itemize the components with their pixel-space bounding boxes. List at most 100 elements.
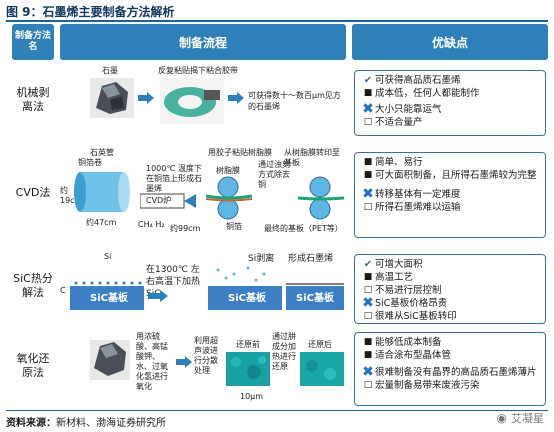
arrow-icon [148,290,168,302]
footer-source: 资料来源：新材料、渤海证券研究所 [6,414,166,429]
flow-sic: Si C SiC基板 在1300℃ 左右高温下加热SiC Si剥离 SiC基板 … [60,250,346,326]
pro-item: ■可大面积制备，且所得石墨烯较为完整 [361,169,539,182]
label-substrate: SiC基板 [90,293,128,304]
label-after: 还原后 [308,340,332,349]
cross-icon: ✖ [362,364,374,380]
con-item: ✖很难制备没有晶界的高品质石墨烯薄片 [362,364,537,380]
tape-image [160,78,224,124]
label-result: 可获得数十～数百μm见方的石墨烯 [248,91,341,111]
label-quartz: 石英管 [90,148,114,157]
roller-press-image [206,176,252,220]
pro-item: ✔可获得高品质石墨烯 [361,74,539,87]
con-item: ✖大小只能靠运气 [362,101,442,117]
pros-cons-box: ■简单、易行 ■可大面积制备，且所得石墨烯较为完整 ✖转移基体有一定难度 □所得… [354,152,546,238]
cvd-furnace-image [140,193,196,209]
con-item: ✖SiC基板价格昂贵 [362,295,448,311]
label-diameter: 约19cm [60,186,83,205]
figure-title: 图 9：石墨烯主要制备方法解析 [6,5,175,19]
microscope-before-image [226,352,270,386]
pro-item: ■成本低，任何人都能制作 [361,87,539,100]
cross-icon: ✖ [362,295,374,311]
label-tape: 反复粘贴揭下粘合胶带 [158,66,238,75]
square-icon: ■ [363,350,373,360]
microscope-after-image [300,352,344,386]
bottom-rule [6,410,548,411]
check-icon: ✔ [363,259,373,270]
flow-mechanical: 石墨 反复粘贴揭下粘合胶带 可获得数十～数百μm见方的石墨烯 [60,64,346,142]
label-c: C [60,286,66,295]
square-outline-icon: □ [363,311,373,321]
arrow-icon [176,356,192,368]
con-item: ✖转移基体有一定难度 [362,186,461,202]
method-label: SiC热分解法 [13,272,53,299]
label-graphite: 石墨 [102,66,118,75]
label-final: 最终的基板（PET等） [264,224,343,233]
square-outline-icon: □ [363,285,373,295]
source-text: 新材料、渤海证券研究所 [56,418,166,429]
label-substrate: SiC基板 [228,293,266,304]
square-icon: ■ [363,272,373,282]
label-step1: 用浓硫酸、高锰酸钾、水、过氧化氢进行氧化 [136,332,168,391]
label-gas: CH₄ H₂ [138,220,165,229]
arrow-icon [138,92,154,104]
source-label: 资料来源： [6,418,56,429]
pros-cons-box: ✔可增大面积 ■高温工艺 □不易进行层控制 ✖SiC基板价格昂贵 □很难从SiC… [354,254,546,324]
label-transfer: 从树脂膜转印至基板 [284,148,340,167]
pro-item: ✔可增大面积 [361,258,539,271]
transfer-roller-image [298,176,344,220]
label-step3: 通过肼成分加热进行还原 [272,332,296,371]
pro-item: ■简单、易行 [361,156,539,169]
pros-cons-box: ✔可获得高品质石墨烯 ■成本低，任何人都能制作 ✖大小只能靠运气 □不适合量产 [354,70,546,136]
header-pros-cons: 优缺点 [352,24,548,60]
method-label: 机械剥离法 [16,86,50,113]
watermark: ◉ 艾凝星 [497,410,544,426]
flow-redox: 用浓硫酸、高锰酸钾、水、过氧化氢进行氧化 利用超声波进行分散处理 还原前 通过肼… [60,330,346,408]
square-icon: ■ [363,157,373,167]
label-cvd: CVD炉 [146,196,172,205]
pros-cons-box: ■能够低成本制备 ■适合涂布型晶体管 ✖很难制备没有晶界的高品质石墨烯薄片 □宏… [354,332,546,406]
check-icon: ✔ [363,75,373,86]
con-item: □所得石墨烯难以运输 [361,201,539,214]
label-about99: 约99cm [170,224,201,233]
square-outline-icon: □ [363,202,373,212]
flow-cvd: 石英管 铜箔卷 约19cm 约47cm 1000℃ 温度下在铜箔上形成石墨烯 C… [60,146,346,246]
label-etch: 通过浊刻方式除去铜 [258,160,290,189]
label-step2: 利用超声波进行分散处理 [194,336,218,375]
label-substrate: SiC基板 [296,293,334,304]
method-label: 氧化还原法 [16,352,50,379]
row-sic-decomposition: SiC热分解法 Si C SiC基板 在1300℃ 左右高温下加热SiC Si剥… [6,250,548,326]
cross-icon: ✖ [362,186,374,202]
top-rule [6,20,548,22]
pro-item: ■能够低成本制备 [361,336,539,349]
label-copper: 铜箔 [226,222,242,231]
square-icon: ■ [363,170,373,180]
label-resin: 用胶子粘贴树脂膜 [208,148,272,157]
square-icon: ■ [363,337,373,347]
square-icon: ■ [363,88,373,98]
graphite-image [90,340,130,380]
con-item: □很难从SiC基板转印 [361,310,539,323]
wechat-icon: ◉ [496,411,507,425]
label-form: 形成石墨烯 [288,254,334,264]
cross-icon: ✖ [362,101,374,117]
header-method: 制备方法名 [12,24,54,60]
method-label: CVD法 [15,186,51,199]
label-before: 还原前 [236,340,260,349]
label-copper-foil: 铜箔卷 [78,158,102,167]
sic-substrate-2 [208,266,282,310]
label-length: 约47cm [86,218,117,227]
row-cvd: CVD法 石英管 铜箔卷 约19cm 约47cm 1000℃ 温度下在铜箔上形成… [6,146,548,246]
con-item: □不适合量产 [361,116,539,129]
label-si: Si [104,252,112,261]
label-resin2: 树脂膜 [216,166,240,175]
square-outline-icon: □ [363,117,373,127]
pro-item: ■适合涂布型晶体管 [361,349,539,362]
pro-item: ■高温工艺 [361,271,539,284]
graphite-image [90,78,134,118]
copper-roll-image [74,172,130,212]
square-outline-icon: □ [363,380,373,390]
label-si-off: Si剥离 [248,254,275,264]
header-flow: 制备流程 [60,24,346,60]
con-item: □不易进行层控制 [361,284,539,297]
table-header: 制备方法名 制备流程 优缺点 [6,24,548,60]
